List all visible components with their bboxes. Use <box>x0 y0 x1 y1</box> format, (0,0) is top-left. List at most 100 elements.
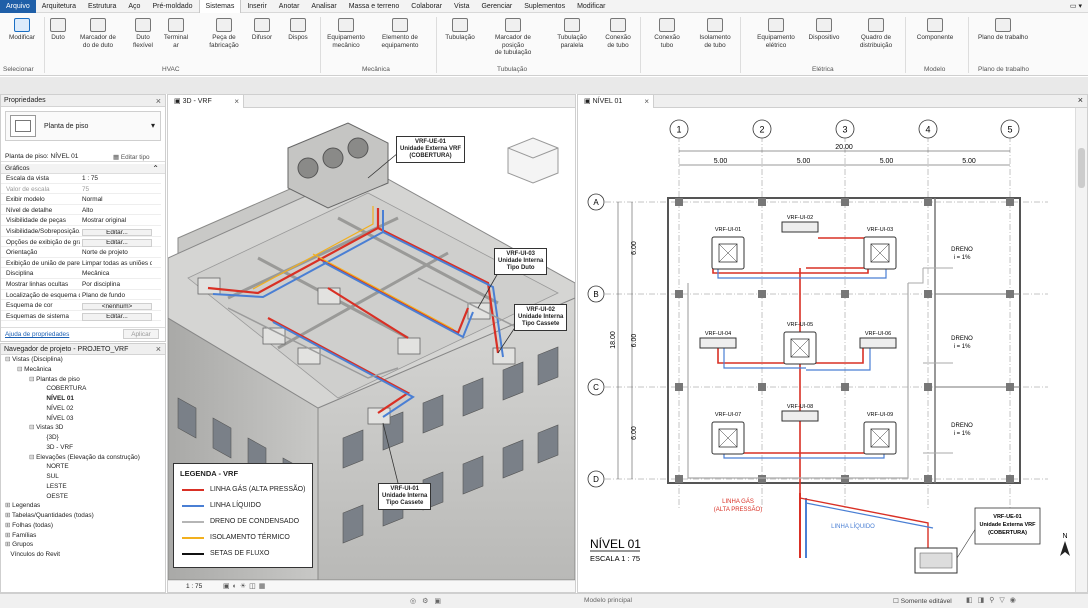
active-model[interactable]: Modelo principal <box>584 597 633 604</box>
status-icons[interactable]: ◎⚙▣ <box>410 598 447 605</box>
ribbon-button-1[interactable]: Duto <box>30 18 86 42</box>
browser-item[interactable]: OESTE <box>41 493 68 500</box>
expand-icon[interactable] <box>41 415 45 422</box>
menu-item-6[interactable]: Inserir <box>247 2 267 10</box>
property-value[interactable]: Normal <box>82 196 103 204</box>
ribbon-button-10[interactable]: Tubulação <box>432 18 488 42</box>
browser-item[interactable]: NÍVEL 01 <box>41 395 74 402</box>
expand-icon[interactable] <box>41 405 45 412</box>
grid-bubble[interactable] <box>918 119 938 139</box>
browser-item[interactable]: 3D - VRF <box>41 444 73 451</box>
grid-bubble[interactable] <box>587 193 605 211</box>
browser-item[interactable]: ⊞ Tabelas/Quantidades (todas) <box>5 512 94 519</box>
menu-item-13[interactable]: Suplementos <box>524 2 566 10</box>
expand-icon[interactable]: ⊞ <box>5 512 11 519</box>
expand-icon[interactable]: ⊞ <box>5 502 11 510</box>
editable-only-toggle[interactable]: ☐ Somente editável <box>893 598 952 605</box>
property-value[interactable]: Mecânica <box>82 270 110 278</box>
ribbon-button-6[interactable]: Difusor <box>234 18 290 42</box>
properties-help-link[interactable]: Ajuda de propriedades <box>5 331 70 338</box>
equipment-tag[interactable] <box>974 507 1041 545</box>
menu-item-7[interactable]: Anotar <box>278 2 300 10</box>
view-selector[interactable]: Planta de piso: NÍVEL 01 <box>5 153 79 160</box>
expand-icon[interactable]: ⊟ <box>17 365 23 373</box>
outdoor-unit[interactable] <box>287 122 389 209</box>
property-value[interactable]: <nenhum> <box>82 302 152 311</box>
menu-item-2[interactable]: Estrutura <box>87 2 117 10</box>
expand-icon[interactable]: ⊟ <box>5 356 11 363</box>
view-cube[interactable] <box>507 137 559 184</box>
expand-icon[interactable] <box>41 493 45 500</box>
expand-icon[interactable]: ⊞ <box>5 531 11 539</box>
browser-item[interactable]: NÍVEL 02 <box>41 405 73 412</box>
browser-item[interactable]: SUL <box>41 473 58 480</box>
browser-item[interactable]: LESTE <box>41 483 66 490</box>
close-icon[interactable]: × <box>155 96 161 106</box>
property-value[interactable]: Limpar todas as uniões d... <box>82 259 152 267</box>
browser-item[interactable]: ⊟ Vistas (Disciplina) <box>5 356 63 363</box>
type-selector[interactable]: Planta de piso ▾ <box>5 111 161 141</box>
menu-item-10[interactable]: Colaborar <box>411 2 443 10</box>
browser-item[interactable]: NÍVEL 03 <box>41 415 73 422</box>
edit-type-button[interactable]: ▦ Editar tipo <box>113 154 150 161</box>
browser-item[interactable]: ⊞ Grupos <box>5 541 33 548</box>
expand-icon[interactable]: ⊟ <box>29 424 35 432</box>
wall-unit[interactable] <box>699 337 737 349</box>
wall-unit[interactable] <box>781 221 819 233</box>
property-value[interactable]: Editar... <box>82 228 152 236</box>
property-value[interactable]: Alto <box>82 206 94 214</box>
close-icon[interactable]: × <box>234 97 239 106</box>
expand-icon[interactable] <box>41 483 45 490</box>
expand-icon[interactable] <box>41 385 45 392</box>
tab-3d-vrf[interactable]: ▣ 3D - VRF× <box>168 95 244 108</box>
ribbon-button-7[interactable]: Dispos <box>270 18 326 42</box>
menu-item-14[interactable]: Modificar <box>577 2 606 10</box>
menu-item-0[interactable]: Arquivo <box>0 0 36 13</box>
grid-bubble[interactable] <box>587 378 605 396</box>
expand-icon[interactable]: ⊞ <box>5 541 11 549</box>
menu-item-3[interactable]: Aço <box>128 2 141 10</box>
grid-bubble[interactable] <box>752 119 772 139</box>
close-icon[interactable]: × <box>644 97 649 106</box>
tab-nivel-01[interactable]: ▣ NÍVEL 01× <box>578 95 654 108</box>
wall-unit[interactable] <box>859 337 897 349</box>
ribbon-controls[interactable]: ▭ ▾ <box>1069 2 1082 10</box>
ribbon-button-0[interactable]: Modificar <box>0 18 50 42</box>
menu-item-5[interactable]: Sistemas <box>198 0 242 13</box>
apply-button[interactable]: Aplicar <box>123 329 159 339</box>
grid-bubble[interactable] <box>835 119 855 139</box>
menu-item-8[interactable]: Analisar <box>311 2 337 10</box>
property-value[interactable]: 75 <box>82 185 90 193</box>
ribbon-button-17[interactable]: Dispositivo <box>796 18 852 42</box>
expand-icon[interactable] <box>41 473 45 480</box>
ribbon-button-20[interactable]: Plano de trabalho <box>975 18 1031 42</box>
property-value[interactable]: Mostrar original <box>82 217 127 225</box>
grid-bubble[interactable] <box>587 470 605 488</box>
expand-icon[interactable]: ⊟ <box>29 375 35 383</box>
browser-item[interactable]: {3D} <box>41 434 58 441</box>
indoor-unit[interactable]: VRF-UI-07 <box>711 412 745 455</box>
indoor-unit[interactable]: VRF-UI-03 <box>863 227 897 270</box>
view-tools-icons[interactable]: ▣◐☀◫▦ <box>223 583 269 590</box>
filter-icons[interactable]: ◧◨⚲▽◉ <box>966 597 1021 604</box>
browser-item[interactable]: ⊞ Folhas (todas) <box>5 522 53 529</box>
expand-icon[interactable] <box>5 551 9 558</box>
menu-item-1[interactable]: Arquitetura <box>41 2 76 10</box>
browser-item[interactable]: ⊟ Mecânica <box>17 366 52 373</box>
grid-bubble[interactable] <box>1000 119 1020 139</box>
